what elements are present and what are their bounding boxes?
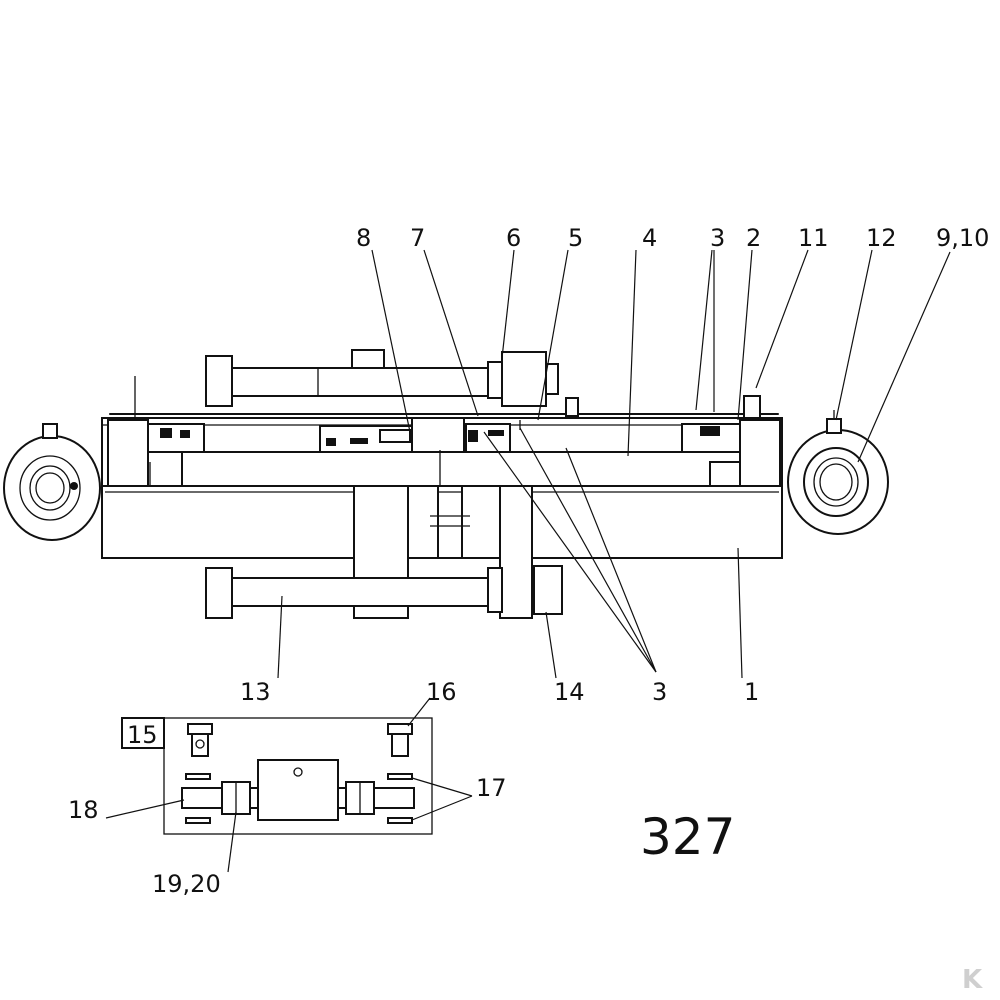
detail-leader-lines [105,697,473,873]
callout-9-10: 9,10 [936,224,989,252]
callout-16: 16 [426,678,457,706]
detail-number-box [121,717,165,749]
callout-15: 15 [127,721,158,749]
detail-frame [163,717,433,835]
callout-2: 2 [746,224,761,252]
callout-12: 12 [866,224,897,252]
callout-3-bottom: 3 [652,678,667,706]
callout-18: 18 [68,796,99,824]
callout-1: 1 [744,678,759,706]
cylinder-assembly [3,349,889,619]
callout-7: 7 [410,224,425,252]
upper-tie-bolt [205,349,559,407]
callout-14: 14 [554,678,585,706]
left-end-cap [107,419,149,487]
detail-15-valve-kit: 15 [121,717,433,835]
callout-8: 8 [356,224,371,252]
callout-17: 17 [476,774,507,802]
callout-13: 13 [240,678,271,706]
leader-lines [277,249,951,679]
callout-4: 4 [642,224,657,252]
drawing-number: 327 [640,808,735,866]
piston [411,417,465,453]
callout-6: 6 [506,224,521,252]
watermark-logo: K [962,965,983,995]
callout-11: 11 [798,224,829,252]
valve-block [257,759,339,821]
piston-rod [181,451,743,487]
right-eye-mount [787,410,889,535]
mounting-frame [101,485,783,559]
lower-tie-bolt [205,565,563,619]
callout-19-20: 19,20 [152,870,221,898]
left-eye-mount [3,423,101,541]
callout-3-top: 3 [710,224,725,252]
callout-5: 5 [568,224,583,252]
right-end-cap [739,419,781,487]
